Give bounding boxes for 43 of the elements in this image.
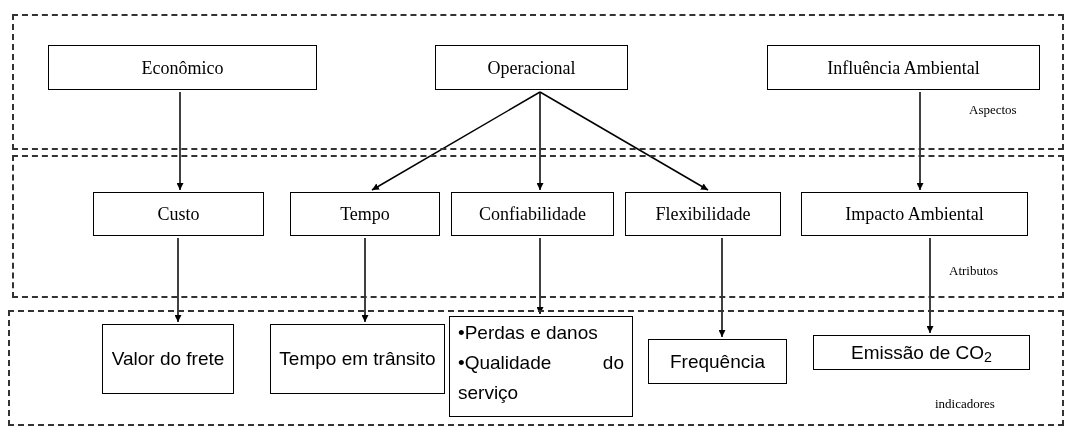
box-text: Tempo em trânsito: [279, 347, 436, 371]
dashed-region: [8, 310, 1064, 426]
arrow: [926, 237, 934, 334]
box-text: •Perdas e danos: [458, 321, 599, 345]
text-box: [435, 45, 628, 90]
arrow: [176, 91, 184, 191]
text-box: [48, 45, 317, 90]
text-box: [270, 324, 445, 394]
box-text: Valor do frete: [111, 347, 225, 371]
box-text: Flexibilidade: [655, 203, 751, 225]
box-text: •Qualidade do serviço: [458, 351, 624, 405]
box-text: Econômico: [141, 56, 224, 79]
box-text: Emissão de CO$_{2}$: [851, 340, 992, 368]
arrow: [718, 237, 726, 338]
region-label: Aspectos: [969, 101, 1017, 119]
arrow: [539, 91, 709, 191]
text-box: [451, 192, 614, 236]
dashed-region: [12, 155, 1064, 298]
box-text: Impacto Ambiental: [845, 203, 984, 225]
region-label: Atributos: [949, 262, 999, 280]
text-box: [449, 316, 633, 417]
arrow: [371, 91, 541, 191]
box-text: Tempo: [340, 203, 390, 225]
box-text: Custo: [157, 203, 200, 225]
dashed-region: [12, 14, 1064, 150]
region-label: indicadores: [935, 395, 995, 413]
text-box: [93, 192, 264, 236]
text-box: [801, 192, 1028, 236]
arrow: [536, 237, 544, 315]
text-box: [648, 339, 787, 384]
text-box: [625, 192, 781, 236]
text-box: [767, 45, 1040, 90]
box-text: Influência Ambiental: [827, 56, 980, 79]
text-box: [813, 335, 1030, 370]
box-text: Frequência: [669, 349, 766, 374]
arrow: [174, 237, 182, 323]
arrow: [536, 91, 544, 191]
arrow: [361, 237, 369, 323]
text-box: [102, 324, 234, 394]
arrow: [916, 91, 924, 191]
box-text: Operacional: [487, 56, 576, 79]
text-box: [290, 192, 440, 236]
box-text: Confiabilidade: [479, 203, 586, 225]
